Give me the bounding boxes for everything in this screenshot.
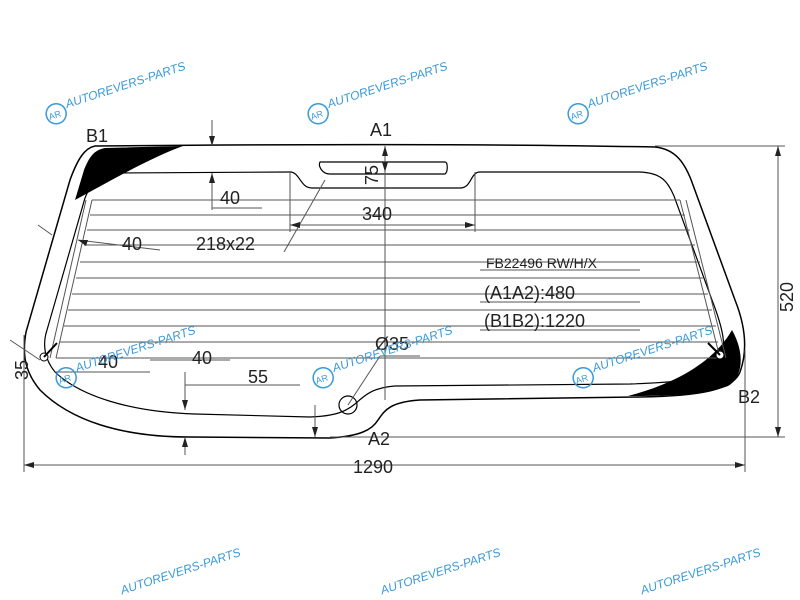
dim-a1a2: (A1A2):480 xyxy=(484,283,575,303)
dim-hole: Ø35 xyxy=(375,334,409,354)
ar-logo-text: AR xyxy=(574,372,589,386)
watermark-text: AUTOREVERS-PARTS xyxy=(73,323,198,375)
point-label-a1: A1 xyxy=(370,120,392,140)
watermark-text: AUTOREVERS-PARTS xyxy=(330,323,455,375)
point-label-b2: B2 xyxy=(738,387,760,407)
dim-side-35: 35 xyxy=(12,360,32,380)
watermark-1: AR AUTOREVERS-PARTS xyxy=(45,59,188,125)
watermark-text: AUTOREVERS-PARTS xyxy=(118,545,243,597)
dim-width-340: 340 xyxy=(362,204,392,224)
watermark-text: AUTOREVERS-PARTS xyxy=(63,59,188,111)
ar-logo-text: AR xyxy=(309,108,324,122)
dim-height-520: 520 xyxy=(777,282,797,312)
brake-light-opening xyxy=(318,161,448,175)
connector-left xyxy=(43,342,58,358)
ar-logo-text: AR xyxy=(314,372,329,386)
watermark-text: AUTOREVERS-PARTS xyxy=(585,59,710,111)
ar-logo-icon xyxy=(572,367,594,389)
dim-element-size: 218x22 xyxy=(196,234,255,254)
ar-logo-icon xyxy=(307,103,329,125)
dim-width-1290: 1290 xyxy=(353,457,393,477)
dim-top-height: 75 xyxy=(362,165,382,185)
wiper-hole xyxy=(338,395,358,415)
ar-logo-icon xyxy=(45,103,67,125)
dim-bottom-40-left: 40 xyxy=(98,352,118,372)
watermark-3: AR AUTOREVERS-PARTS xyxy=(567,59,710,125)
ar-logo-icon xyxy=(312,367,334,389)
b2-corner-block xyxy=(628,330,741,396)
dim-offset-40-left: 40 xyxy=(122,234,142,254)
arrowheads xyxy=(24,136,781,468)
dim-bottom-55: 55 xyxy=(248,367,268,387)
dim-bottom-40-right: 40 xyxy=(192,348,212,368)
dim-b1b2: (B1B2):1220 xyxy=(484,311,585,331)
ar-logo-text: AR xyxy=(47,108,62,122)
watermark-4: AR AUTOREVERS-PARTS xyxy=(55,323,198,389)
ar-logo-text: AR xyxy=(57,372,72,386)
connector-right xyxy=(707,342,721,356)
watermark-2: AR AUTOREVERS-PARTS xyxy=(307,59,450,125)
heating-grid xyxy=(49,199,727,359)
watermark-8: AUTOREVERS-PARTS xyxy=(378,545,503,597)
watermark-9: AUTOREVERS-PARTS xyxy=(638,545,763,597)
watermark-7: AUTOREVERS-PARTS xyxy=(118,545,243,597)
watermark-text: AUTOREVERS-PARTS xyxy=(378,545,503,597)
ar-logo-text: AR xyxy=(569,108,584,122)
watermark-text: AUTOREVERS-PARTS xyxy=(325,59,450,111)
glass-outline xyxy=(23,143,746,439)
point-label-a2: A2 xyxy=(368,429,390,449)
watermark-text: AUTOREVERS-PARTS xyxy=(638,545,763,597)
point-label-b1: B1 xyxy=(86,126,108,146)
part-code-label: FB22496 RW/H/X xyxy=(486,255,598,271)
ar-logo-icon xyxy=(55,367,77,389)
b1-corner-block xyxy=(75,146,183,200)
ar-logo-icon xyxy=(567,103,589,125)
dim-offset-40-top: 40 xyxy=(220,188,240,208)
watermark-text: AUTOREVERS-PARTS xyxy=(590,323,715,375)
